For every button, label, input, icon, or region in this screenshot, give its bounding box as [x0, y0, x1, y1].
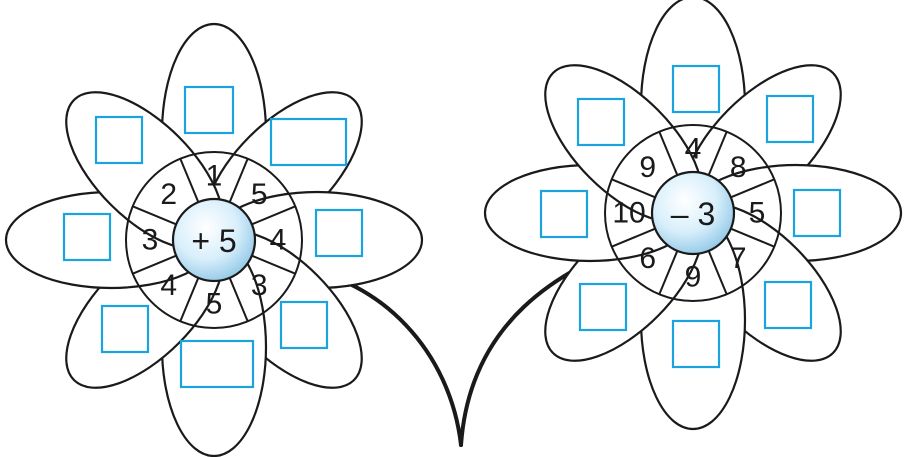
answer-box-left[interactable] — [64, 214, 110, 260]
ring-number-top: 1 — [206, 160, 223, 193]
ring-number-top-right: 5 — [251, 178, 268, 211]
ring-number-top-left: 2 — [160, 178, 177, 211]
ring-number-left: 10 — [612, 197, 645, 230]
answer-box-bottom-right[interactable] — [765, 282, 811, 328]
ring-number-bottom-left: 6 — [639, 242, 656, 275]
answer-box-right[interactable] — [316, 210, 362, 256]
answer-box-bottom-left[interactable] — [102, 306, 148, 352]
answer-box-bottom[interactable] — [181, 341, 253, 387]
ring-number-top: 4 — [685, 133, 702, 166]
ring-number-top-right: 8 — [730, 151, 747, 184]
answer-box-top-right[interactable] — [271, 119, 346, 165]
answer-box-bottom[interactable] — [673, 321, 719, 367]
ring-number-bottom: 5 — [206, 288, 223, 321]
answer-box-top-left[interactable] — [578, 99, 624, 145]
answer-box-top[interactable] — [185, 87, 233, 133]
ring-number-bottom-left: 4 — [160, 269, 177, 302]
operation-label: + 5 — [191, 223, 236, 259]
answer-box-right[interactable] — [794, 190, 840, 236]
answer-box-top[interactable] — [673, 66, 719, 112]
ring-number-bottom: 9 — [685, 261, 702, 294]
ring-number-bottom-right: 3 — [251, 269, 268, 302]
answer-box-top-left[interactable] — [96, 117, 142, 163]
answer-box-bottom-left[interactable] — [580, 284, 626, 330]
ring-number-left: 3 — [142, 224, 159, 257]
ring-number-right: 5 — [749, 197, 766, 230]
ring-number-bottom-right: 7 — [730, 242, 747, 275]
answer-box-left[interactable] — [541, 191, 587, 237]
operation-label: – 3 — [671, 196, 715, 232]
ring-number-top-left: 9 — [639, 151, 656, 184]
answer-box-top-right[interactable] — [767, 96, 813, 142]
ring-number-right: 4 — [270, 224, 287, 257]
answer-box-bottom-right[interactable] — [281, 302, 327, 348]
